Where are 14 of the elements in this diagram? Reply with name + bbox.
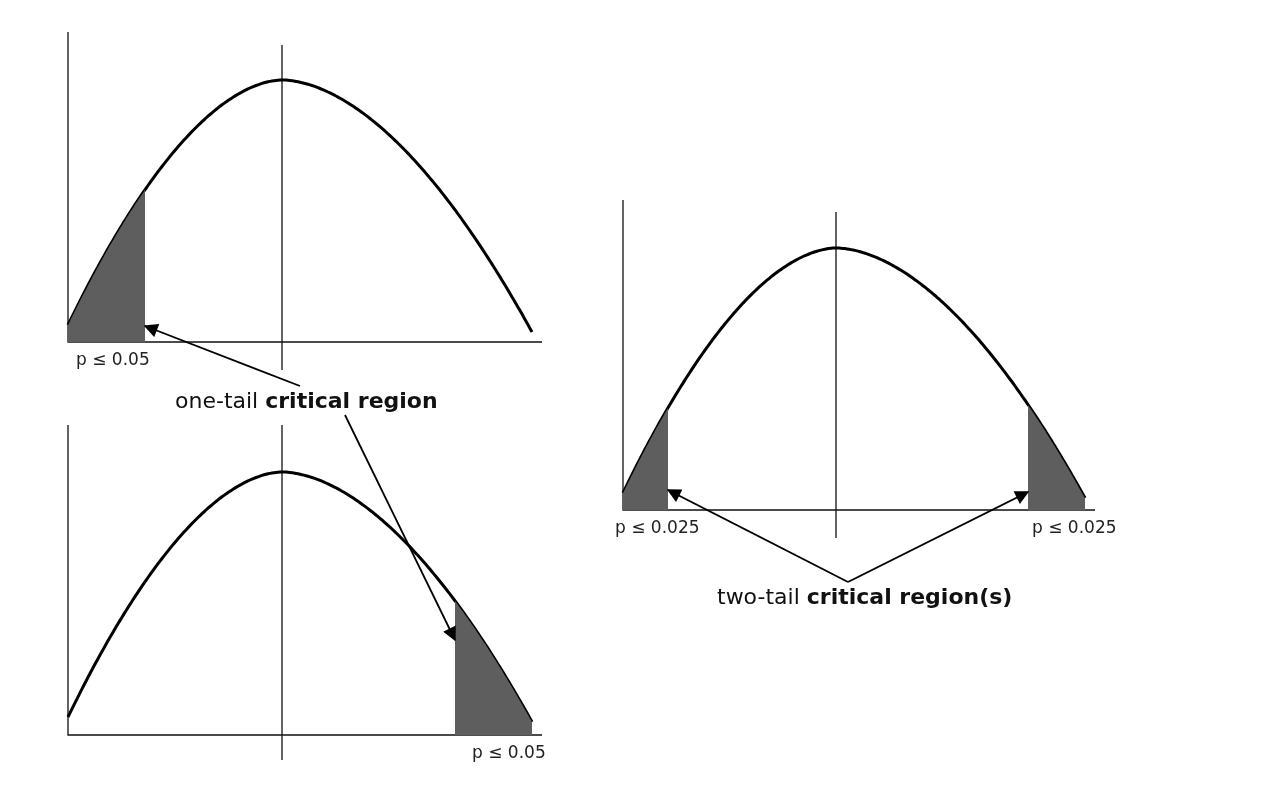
arrow	[666, 489, 849, 583]
callout-label: one-tail critical region	[175, 388, 438, 413]
p-value-label: p ≤ 0.025	[615, 517, 700, 537]
arrow	[847, 491, 1030, 583]
shaded-tail-area	[68, 189, 145, 342]
p-value-label: p ≤ 0.05	[76, 349, 150, 369]
shaded-tail-area	[455, 600, 532, 735]
arrow	[344, 414, 456, 642]
callout-label: two-tail critical region(s)	[717, 584, 1013, 609]
shaded-tail-area	[1028, 404, 1085, 510]
shaded-tail-area	[623, 407, 668, 510]
arrow	[143, 324, 301, 387]
p-value-label: p ≤ 0.025	[1032, 517, 1117, 537]
p-value-label: p ≤ 0.05	[472, 742, 546, 762]
